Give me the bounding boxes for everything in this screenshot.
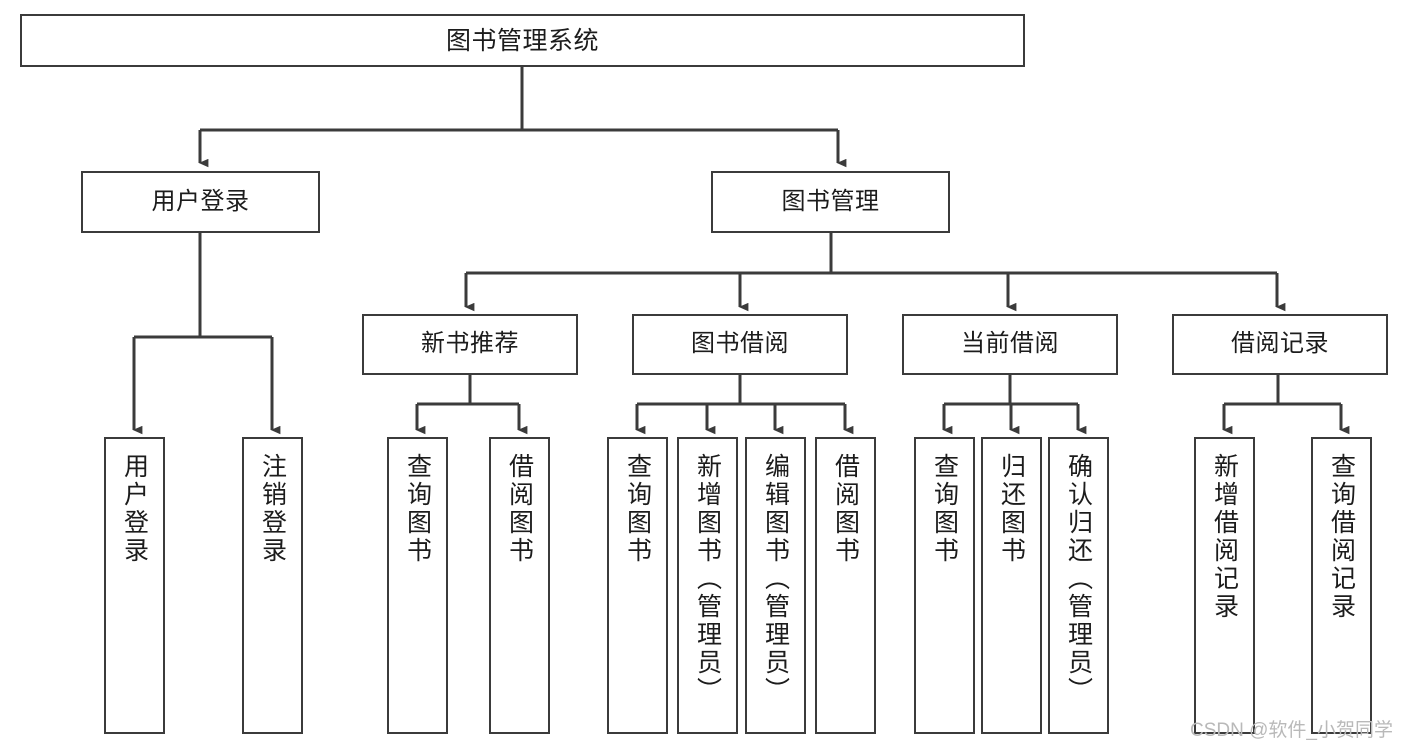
node-label: 新增借阅记录	[1210, 453, 1239, 621]
node-label: 借阅图书	[505, 453, 534, 565]
node-borrowing-records[interactable]: 借阅记录	[1172, 314, 1388, 375]
node-leaf-query-book-2[interactable]: 查询图书	[607, 437, 668, 734]
node-leaf-user-login[interactable]: 用户登录	[104, 437, 165, 734]
node-label: 图书管理	[781, 187, 880, 215]
node-label: 图书借阅	[691, 330, 789, 358]
node-label: 查询借阅记录	[1327, 453, 1356, 621]
node-leaf-query-book-1[interactable]: 查询图书	[387, 437, 448, 734]
node-label: 借阅图书	[831, 453, 860, 565]
node-new-book-recommendation[interactable]: 新书推荐	[362, 314, 578, 375]
node-label: 查询图书	[930, 453, 959, 565]
node-label: 新增图书（管理员）	[693, 453, 722, 705]
node-label: 确认归还（管理员）	[1064, 453, 1093, 705]
node-leaf-borrow-book-2[interactable]: 借阅图书	[815, 437, 876, 734]
node-leaf-return-book[interactable]: 归还图书	[981, 437, 1042, 734]
node-label: 用户登录	[151, 187, 250, 215]
node-label: 新书推荐	[421, 330, 519, 358]
csdn-watermark: CSDN @软件_小贺同学	[1190, 720, 1393, 741]
node-label: 图书管理系统	[445, 26, 599, 55]
node-leaf-confirm-return-admin[interactable]: 确认归还（管理员）	[1048, 437, 1109, 734]
node-leaf-query-borrow-record[interactable]: 查询借阅记录	[1311, 437, 1372, 734]
node-leaf-add-borrow-record[interactable]: 新增借阅记录	[1194, 437, 1255, 734]
node-label: 编辑图书（管理员）	[761, 453, 790, 705]
node-user-login[interactable]: 用户登录	[81, 171, 320, 233]
node-label: 注销登录	[258, 453, 287, 565]
node-leaf-logout[interactable]: 注销登录	[242, 437, 303, 734]
node-leaf-add-book-admin[interactable]: 新增图书（管理员）	[677, 437, 738, 734]
node-label: 查询图书	[623, 453, 652, 565]
node-current-borrowing[interactable]: 当前借阅	[902, 314, 1118, 375]
node-leaf-borrow-book-1[interactable]: 借阅图书	[489, 437, 550, 734]
node-label: 用户登录	[120, 453, 149, 565]
node-label: 归还图书	[997, 453, 1026, 565]
node-label: 当前借阅	[961, 330, 1059, 358]
node-label: 查询图书	[403, 453, 432, 565]
node-leaf-query-book-3[interactable]: 查询图书	[914, 437, 975, 734]
node-leaf-edit-book-admin[interactable]: 编辑图书（管理员）	[745, 437, 806, 734]
node-book-borrowing[interactable]: 图书借阅	[632, 314, 848, 375]
node-book-management[interactable]: 图书管理	[711, 171, 950, 233]
node-label: 借阅记录	[1231, 330, 1329, 358]
node-root-book-management-system[interactable]: 图书管理系统	[20, 14, 1025, 67]
